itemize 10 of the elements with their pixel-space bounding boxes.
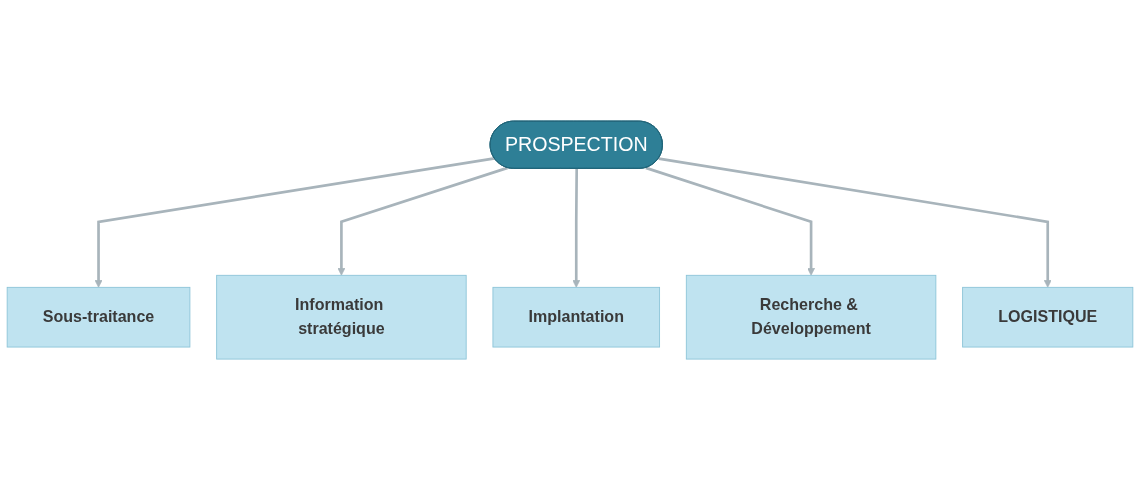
arrow [94, 157, 495, 289]
arrow [337, 167, 508, 277]
node-box: Recherche & Développement [685, 275, 937, 360]
arrow [572, 169, 581, 289]
node-box: LOGISTIQUE [962, 287, 1134, 348]
arrow [658, 157, 1052, 289]
node-box: Information stratégique [216, 275, 467, 360]
arrow [645, 167, 815, 277]
node-box: Sous-traitance [6, 287, 191, 348]
node-box: Implantation [492, 287, 661, 348]
